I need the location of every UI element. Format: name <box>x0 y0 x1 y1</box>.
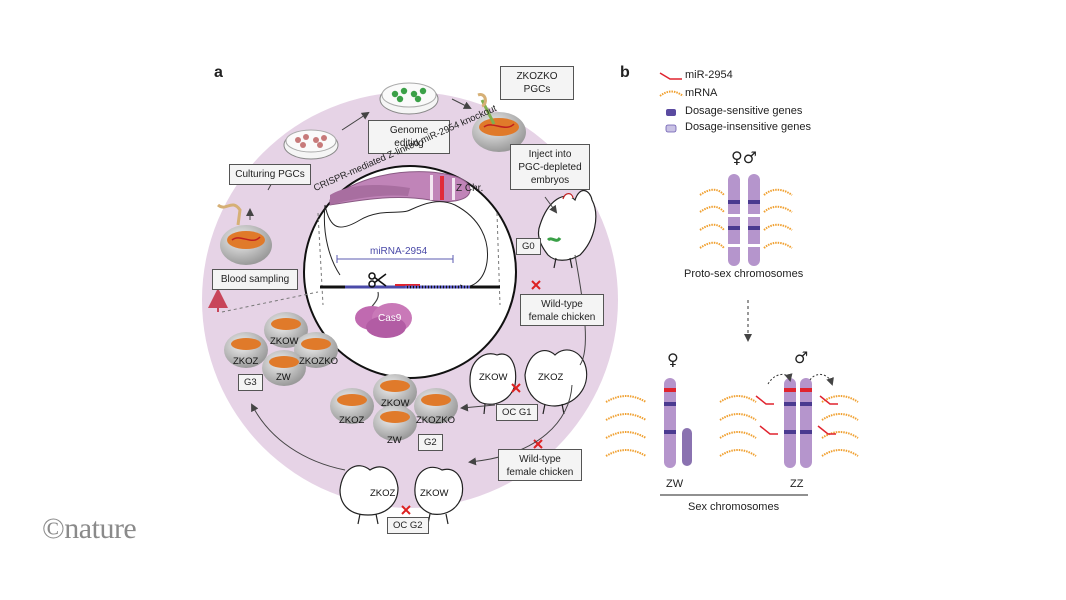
g2-genotype-a: ZKOW <box>381 398 410 409</box>
sex-chromosomes-label: Sex chromosomes <box>688 501 780 513</box>
proto-sex-chromosomes <box>728 174 760 266</box>
insensitive-gene-icon <box>665 124 677 133</box>
g2-hen-icon <box>414 466 464 525</box>
culture-dish-icon <box>283 129 339 160</box>
inner-circle <box>303 165 517 379</box>
proto-sex-label: Proto-sex chromosomes <box>684 268 804 280</box>
sensitive-gene-icon <box>666 109 676 116</box>
g0-label: G0 <box>516 238 541 255</box>
wild-type-box-2: Wild-type female chicken <box>498 449 582 481</box>
proto-sex-symbol: ♀♂ <box>731 148 758 167</box>
pgcs-label: ZKOZKO PGCs <box>516 71 558 95</box>
legend-sensitive-label: Dosage-sensitive genes <box>685 105 803 117</box>
scissors-icon <box>368 272 387 288</box>
mirna-icon <box>659 72 682 80</box>
legend-insensitive-label: Dosage-insensitive genes <box>685 121 811 133</box>
blood-sample-egg-icon <box>217 203 272 265</box>
g2-label: G2 <box>418 434 443 451</box>
g3-genotype-b: ZKOZ <box>233 356 259 367</box>
inject-box: Inject into PGC-depleted embryos <box>510 144 590 190</box>
editing-dish-icon <box>379 82 439 115</box>
g1-female-genotype: ZKOW <box>479 372 508 383</box>
panel-a-label: a <box>214 64 223 81</box>
g3-label: G3 <box>238 374 263 391</box>
zz-mirna-group <box>755 395 838 435</box>
zw-mrna-group <box>605 395 647 457</box>
genome-editing-box: Genome editing <box>368 120 450 154</box>
injected-egg-icon <box>472 93 526 152</box>
panel-b-label: b <box>620 64 630 81</box>
g1-male-genotype: ZKOZ <box>538 372 564 383</box>
pgcs-box: ZKOZKO PGCs <box>500 66 574 100</box>
z-chromosome <box>329 171 471 206</box>
ocg2-female-genotype: ZKOW <box>420 488 449 499</box>
male-symbol: ♂ <box>794 348 809 367</box>
g2-genotype-c: ZKOZKO <box>416 415 456 426</box>
zw-label: ZW <box>666 478 684 490</box>
cross-icon <box>401 280 543 515</box>
legend-mirna-label: miR-2954 <box>685 69 733 81</box>
cas9-protein <box>355 291 412 338</box>
female-symbol: ♀ <box>667 350 679 369</box>
legend-mrna-label: mRNA <box>685 87 718 99</box>
nature-watermark: ©nature <box>42 512 137 545</box>
zz-label: ZZ <box>790 478 804 490</box>
g3-genotype-d: ZW <box>276 372 291 383</box>
proto-mrna-group <box>699 188 793 249</box>
cas9-label: Cas9 <box>378 313 402 324</box>
g3-genotype-c: ZKOZKO <box>299 356 339 367</box>
culturing-pgcs-box: Culturing PGCs <box>229 164 311 185</box>
zz-chromosomes <box>784 378 812 468</box>
g2-eggs <box>330 374 458 441</box>
ocg2-male-genotype: ZKOZ <box>370 488 396 499</box>
oc-g2-label: OC G2 <box>387 517 429 534</box>
g2-rooster-icon <box>339 465 399 525</box>
cycle-arrows <box>246 98 586 471</box>
oc-g1-label: OC G1 <box>496 404 538 421</box>
g3-eggs <box>224 312 338 386</box>
blood-sampling-box: Blood sampling <box>212 269 298 290</box>
wild-type-box-1: Wild-type female chicken <box>520 294 604 326</box>
z-chr-label: Z Chr. <box>456 183 484 194</box>
mrna-icon <box>659 90 684 97</box>
g3-genotype-a: ZKOW <box>270 336 299 347</box>
zw-chromosomes <box>664 378 692 468</box>
g2-genotype-d: ZW <box>387 435 402 446</box>
mirna-label: miRNA-2954 <box>370 246 428 257</box>
g2-genotype-b: ZKOZ <box>339 415 365 426</box>
